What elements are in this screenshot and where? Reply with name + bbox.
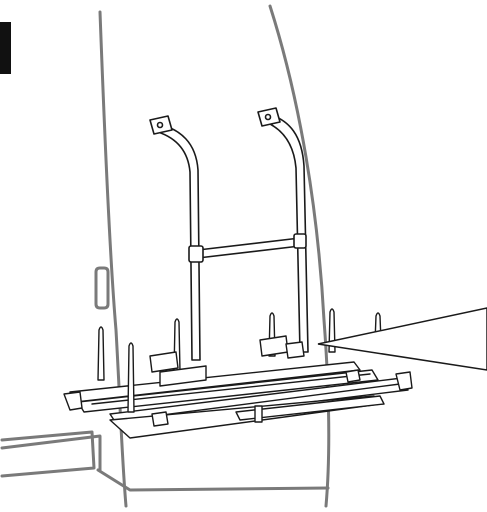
holder-base-left (149, 351, 179, 373)
rail-end-cap-right (395, 371, 413, 391)
cross-bar-right-clamp (293, 233, 307, 249)
door-handle (94, 266, 110, 310)
rear-pillar-right (268, 4, 331, 508)
holder-post-2 (127, 342, 135, 413)
wheel-clamp-2 (345, 369, 361, 383)
left-upright-tube (157, 123, 201, 361)
platform-step (235, 395, 385, 421)
holder-base-right (285, 341, 305, 359)
rear-pillar-left (98, 10, 128, 508)
vehicle-body-outline (0, 4, 331, 508)
rail-inner-line-1 (91, 373, 371, 405)
platform-support (254, 405, 263, 423)
carrier-frame (149, 107, 309, 361)
callout-pointer (317, 307, 487, 371)
rail-end-cap-left (63, 391, 83, 411)
edge-marker (0, 22, 11, 74)
holder-post-1 (97, 326, 105, 381)
left-top-bolt (156, 121, 164, 129)
wheel-clamp-1 (151, 411, 169, 427)
right-top-bolt (264, 113, 272, 121)
bike-rails (63, 361, 413, 439)
lower-panel-line-2 (0, 434, 102, 472)
cross-bar-left-clamp (188, 245, 204, 263)
lower-frame-joint (159, 365, 207, 387)
bumper-line (96, 468, 330, 492)
cross-bar (197, 237, 301, 259)
holder-base-center (259, 335, 289, 357)
lower-panel-line-1 (0, 430, 96, 478)
